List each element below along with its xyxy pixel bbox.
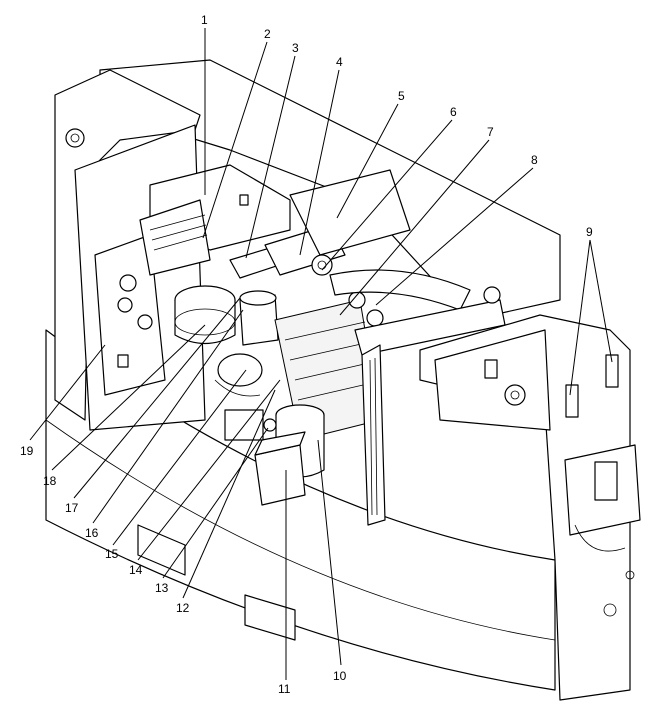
callout-12: 12 (176, 601, 190, 615)
callout-4: 4 (336, 55, 343, 69)
leader-lines (29, 28, 613, 680)
engine-assembly (94, 164, 506, 526)
leader-line-4 (299, 69, 340, 256)
gauge-icon (137, 314, 153, 330)
gauge-icon (117, 297, 133, 313)
callout-13: 13 (155, 581, 169, 595)
callout-2: 2 (264, 27, 271, 41)
callout-5: 5 (398, 89, 405, 103)
callout-9: 9 (586, 225, 593, 239)
callout-18: 18 (43, 474, 57, 488)
leader-line-7 (339, 139, 490, 316)
leader-line-18 (51, 324, 206, 471)
leader-line-10 (317, 439, 342, 666)
leader-line-2 (202, 41, 268, 239)
leader-line-8 (375, 167, 534, 306)
control-panel (94, 234, 166, 396)
leader-line-13 (162, 427, 269, 579)
leader-line-16 (92, 309, 244, 524)
leader-line-9b (589, 239, 613, 363)
callout-16: 16 (85, 526, 99, 540)
callout-19: 19 (20, 444, 34, 458)
leader-line-12 (182, 389, 276, 599)
leader-line-19 (29, 344, 106, 441)
callout-labels: 1 2 3 4 5 6 7 8 9 10 11 12 13 14 15 16 1… (20, 13, 593, 696)
callout-17: 17 (65, 501, 79, 515)
leader-line-17 (73, 297, 241, 499)
callout-8: 8 (531, 153, 538, 167)
leader-line-5 (336, 103, 399, 219)
gauge-icon (119, 274, 137, 292)
leader-line-14 (137, 379, 281, 561)
callout-3: 3 (292, 41, 299, 55)
leader-line-15 (112, 369, 247, 546)
callout-15: 15 (105, 547, 119, 561)
callout-1: 1 (201, 13, 208, 27)
leader-line-9a (569, 239, 591, 396)
callout-7: 7 (487, 125, 494, 139)
callout-14: 14 (129, 563, 143, 577)
leader-line-3 (245, 55, 296, 259)
callout-10: 10 (333, 669, 347, 683)
callout-11: 11 (278, 682, 291, 696)
callout-6: 6 (450, 105, 457, 119)
leader-line-6 (321, 119, 453, 271)
